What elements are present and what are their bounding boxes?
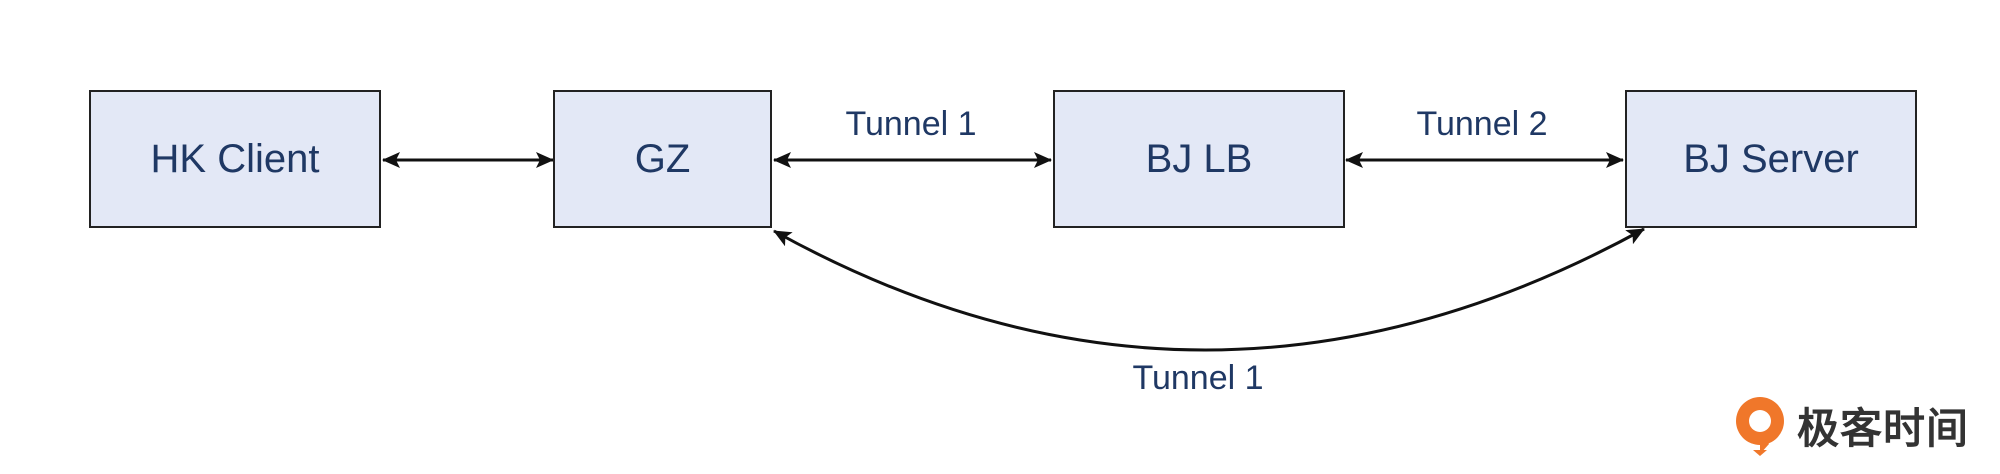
edge-label-bjlb-bjserver: Tunnel 2 [1416, 105, 1548, 143]
node-bj-server-label: BJ Server [1683, 136, 1859, 181]
brand-logo: 极客时间 [1733, 392, 1969, 458]
node-bj-lb-label: BJ LB [1145, 136, 1253, 181]
edge-label-gz-bjlb: Tunnel 1 [845, 105, 977, 143]
node-bj-server: BJ Server [1625, 90, 1917, 228]
brand-logo-icon [1736, 397, 1784, 456]
node-hk-client-label: HK Client [150, 136, 320, 181]
arrow-gz-bjserver-curve [773, 227, 1645, 352]
node-gz-label: GZ [634, 136, 691, 181]
node-gz: GZ [553, 90, 772, 228]
node-hk-client: HK Client [89, 90, 381, 228]
brand-logo-text: 极客时间 [1797, 403, 1970, 453]
edge-label-gz-bjserver: Tunnel 1 [1132, 359, 1264, 397]
node-bj-lb: BJ LB [1053, 90, 1345, 228]
